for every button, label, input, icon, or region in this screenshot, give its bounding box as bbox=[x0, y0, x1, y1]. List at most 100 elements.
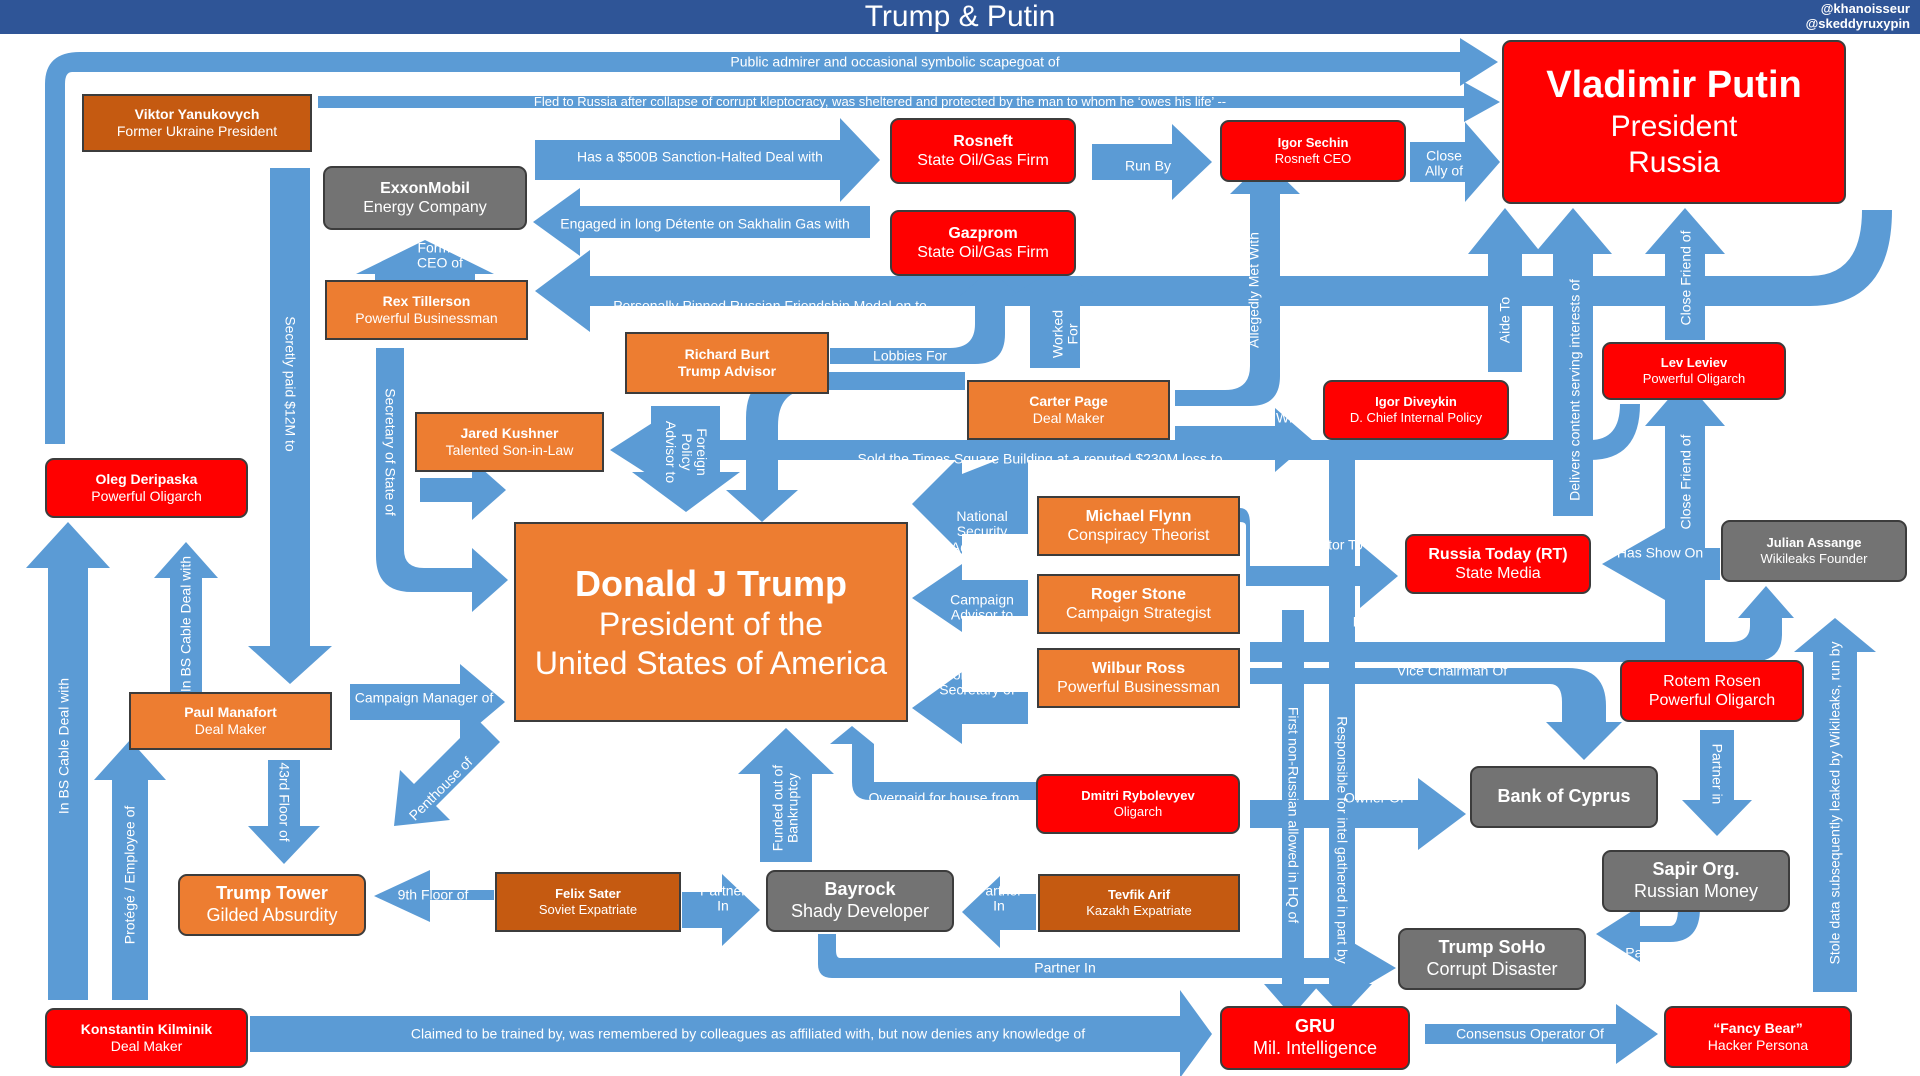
arrow-yanukovych-manafort bbox=[248, 168, 332, 684]
node-role: Mil. Intelligence bbox=[1252, 1038, 1378, 1058]
edge-label-partner-sapir: Partner In bbox=[1625, 944, 1687, 961]
node-igor-sechin: Igor Sechin Rosneft CEO bbox=[1220, 120, 1406, 182]
arrow-delivers-putin bbox=[1534, 208, 1612, 516]
edge-label-contributor: Contributor To bbox=[1275, 536, 1363, 553]
edge-label-funded: Funded out of Bankruptcy bbox=[770, 765, 802, 851]
node-role: President bbox=[1610, 109, 1738, 143]
node-viktor-yanukovych: Viktor Yanukovych Former Ukraine Preside… bbox=[82, 94, 312, 152]
node-gazprom: Gazprom State Oil/Gas Firm bbox=[890, 210, 1076, 276]
node-oleg-deripaska: Oleg Deripaska Powerful Oligarch bbox=[45, 458, 248, 518]
node-vladimir-putin: Vladimir Putin President Russia bbox=[1502, 40, 1846, 204]
node-name: Michael Flynn bbox=[1085, 507, 1192, 525]
label-line: Policy bbox=[678, 433, 695, 471]
arrow-ross-cyprus bbox=[1250, 668, 1622, 760]
edge-label-close-ally: Close Ally of bbox=[1425, 147, 1463, 180]
arrow-manafort-trump bbox=[350, 664, 505, 740]
edge-label-met-sechin: Allegedly Met With bbox=[1245, 232, 1262, 348]
arrow-rybolovlev-cyprus bbox=[1250, 778, 1466, 850]
arrow-worked-gazprom bbox=[1012, 268, 1098, 368]
node-role: Deal Maker bbox=[194, 721, 267, 737]
edge-label-secretly-paid: Secretly paid $12M to bbox=[282, 316, 299, 452]
edge-label-times-square: Sold the Times Square Building at a repu… bbox=[857, 450, 1223, 467]
node-name: Donald J Trump bbox=[574, 563, 848, 605]
edge-label-fp-advisor: Foreign Policy Advisor to bbox=[794, 405, 950, 422]
node-rotem-rosen: Rotem Rosen Powerful Oligarch bbox=[1620, 660, 1804, 722]
edge-label-owner-of: Owner Of bbox=[1344, 789, 1404, 806]
arrow-bayrock-trump bbox=[738, 728, 834, 862]
node-bayrock: Bayrock Shady Developer bbox=[766, 870, 954, 932]
node-name: Rosneft bbox=[953, 132, 1013, 150]
edge-label-fp-vertical: Foreign Policy Advisor to bbox=[663, 421, 710, 483]
node-name: Paul Manafort bbox=[184, 704, 277, 721]
node-name: Igor Sechin bbox=[1277, 135, 1349, 151]
arrow-ross-trump bbox=[912, 672, 1028, 744]
node-name: Viktor Yanukovych bbox=[134, 106, 260, 123]
node-role: Rosneft CEO bbox=[1274, 151, 1352, 166]
arrow-flynn-rt bbox=[1240, 508, 1398, 608]
node-role: Deal Maker bbox=[110, 1038, 183, 1054]
arrow-burt-gazprom bbox=[830, 270, 1020, 364]
edge-label-close-friend-2: Close Friend of bbox=[1677, 434, 1694, 530]
edge-label-partner-bayrock: Partner In bbox=[1034, 959, 1096, 976]
edge-label-commerce: Commerce Secretary of bbox=[939, 667, 1014, 699]
node-role: Powerful Oligarch bbox=[1648, 692, 1776, 709]
edge-label-43rd-floor: 43rd Floor of bbox=[276, 762, 293, 842]
edge-label-responsible: Responsible for intel gathered in part b… bbox=[1334, 716, 1351, 964]
edge-label-partner-arif: Partner In bbox=[976, 883, 1022, 915]
arrow-kushner-trump bbox=[420, 460, 506, 520]
node-rex-tillerson: Rex Tillerson Powerful Businessman bbox=[325, 280, 528, 340]
edge-label-fled: Fled to Russia after collapse of corrupt… bbox=[533, 93, 1227, 109]
edge-label-stole-data: Stole data subsequently leaked by Wikile… bbox=[1826, 641, 1843, 965]
edge-label-worked-for: Worked For bbox=[1049, 310, 1082, 358]
node-name: Konstantin Kilminik bbox=[80, 1021, 213, 1038]
node-name: Jared Kushner bbox=[460, 425, 559, 442]
node-trump-tower: Trump Tower Gilded Absurdity bbox=[178, 874, 366, 936]
node-role: Shady Developer bbox=[790, 901, 930, 921]
node-role: Conspiracy Theorist bbox=[1067, 527, 1210, 544]
node-fancy-bear: “Fancy Bear” Hacker Persona bbox=[1664, 1006, 1852, 1068]
arrow-tillerson-exxon bbox=[356, 240, 494, 290]
label-line: In bbox=[993, 898, 1005, 914]
label-line: Partner bbox=[700, 882, 746, 899]
edge-label-aide-to: Aide To bbox=[1496, 296, 1513, 344]
node-role: Gilded Absurdity bbox=[206, 905, 338, 925]
node-role: Powerful Oligarch bbox=[91, 488, 202, 504]
node-role: Wikileaks Founder bbox=[1760, 551, 1868, 566]
node-sapir-org: Sapir Org. Russian Money bbox=[1602, 850, 1790, 912]
arrow-stole-data bbox=[1794, 618, 1876, 992]
node-role: State Oil/Gas Firm bbox=[917, 244, 1049, 261]
arrow-bayrock-soho bbox=[818, 934, 1396, 994]
node-russia-today: Russia Today (RT) State Media bbox=[1405, 534, 1591, 594]
edge-label-first-non-russian: First non-Russian allowed in HQ of bbox=[1285, 706, 1302, 924]
edge-label-bs-cable-1: In BS Cable Deal with bbox=[55, 677, 72, 815]
node-name: Tevfik Arif bbox=[1107, 887, 1171, 903]
relationship-diagram bbox=[26, 38, 1892, 1076]
node-name: “Fancy Bear” bbox=[1713, 1020, 1803, 1037]
edge-label-claimed: Claimed to be trained by, was remembered… bbox=[410, 1025, 1086, 1042]
node-role: Campaign Strategist bbox=[1066, 605, 1211, 622]
node-role: Russian Money bbox=[1633, 881, 1759, 901]
node-name: Roger Stone bbox=[1090, 585, 1187, 603]
node-role: President of the bbox=[598, 606, 824, 643]
node-jared-kushner: Jared Kushner Talented Son-in-Law bbox=[415, 412, 604, 472]
edge-label-9th-floor: 9th Floor of bbox=[397, 886, 469, 903]
label-line: Advisor to bbox=[424, 527, 487, 544]
arrow-page-sechin bbox=[1175, 160, 1300, 406]
node-roger-stone: Roger Stone Campaign Strategist bbox=[1037, 574, 1240, 634]
edge-label-vice-chairman: Vice Chairman Of bbox=[1396, 662, 1508, 679]
label-line: Close bbox=[1426, 147, 1462, 164]
node-role: D. Chief Internal Policy bbox=[1349, 410, 1483, 425]
node-role: Deal Maker bbox=[1032, 410, 1105, 426]
label-line: For bbox=[1065, 323, 1081, 345]
node-name: Vladimir Putin bbox=[1546, 64, 1802, 107]
node-carter-page: Carter Page Deal Maker bbox=[967, 380, 1170, 440]
edge-label-nsa: National Security Advisor of bbox=[951, 508, 1013, 555]
node-name: Russia Today (RT) bbox=[1428, 545, 1568, 563]
arrow-gazprom-exxon bbox=[533, 188, 870, 256]
node-name: Igor Diveykin bbox=[1375, 394, 1457, 410]
arrow-arif-bayrock bbox=[962, 876, 1036, 948]
node-name: Felix Sater bbox=[555, 886, 621, 902]
node-name: Bayrock bbox=[824, 879, 896, 900]
node-name: Wilbur Ross bbox=[1091, 659, 1186, 677]
label-line: Worked bbox=[1049, 310, 1066, 358]
